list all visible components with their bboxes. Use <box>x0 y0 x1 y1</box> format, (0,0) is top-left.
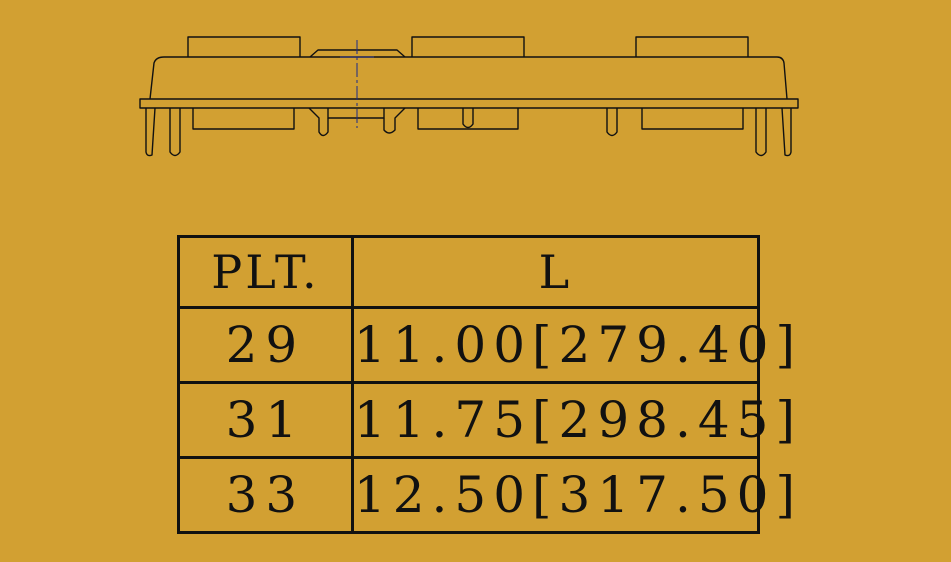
plt-cell: 33 <box>177 456 354 534</box>
header-length: L <box>350 235 761 309</box>
top-boss-right <box>635 36 749 57</box>
table-row: 29 11.00[279.40] <box>177 306 795 384</box>
dimension-table: PLT. L 29 11.00[279.40] 31 11.75[298.45]… <box>177 235 795 534</box>
small-pin-center <box>462 108 474 129</box>
plt-cell: 31 <box>177 381 354 459</box>
plt-cell: 29 <box>177 306 354 384</box>
base-flange <box>139 98 799 109</box>
header-plt: PLT. <box>177 235 354 309</box>
right-pin <box>755 108 767 157</box>
top-boss-left <box>187 36 301 57</box>
small-pin-right <box>606 108 618 137</box>
body-outline <box>149 56 788 100</box>
lower-recess-center <box>417 108 519 130</box>
table-row: 31 11.75[298.45] <box>177 381 795 459</box>
lower-recess-right <box>641 108 744 130</box>
table-row: 33 12.50[317.50] <box>177 456 795 534</box>
length-cell: 12.50[317.50] <box>350 456 795 534</box>
length-cell: 11.75[298.45] <box>350 381 795 459</box>
left-pin <box>169 108 181 157</box>
length-cell: 11.00[279.40] <box>350 306 795 384</box>
table-header-row: PLT. L <box>177 235 761 309</box>
center-key-body <box>327 108 385 119</box>
left-latch <box>145 107 156 157</box>
center-key-right <box>383 107 406 134</box>
lower-recess-left <box>192 108 295 130</box>
top-boss-center-left <box>411 36 525 57</box>
center-key-left <box>308 107 329 137</box>
right-latch <box>781 107 792 157</box>
